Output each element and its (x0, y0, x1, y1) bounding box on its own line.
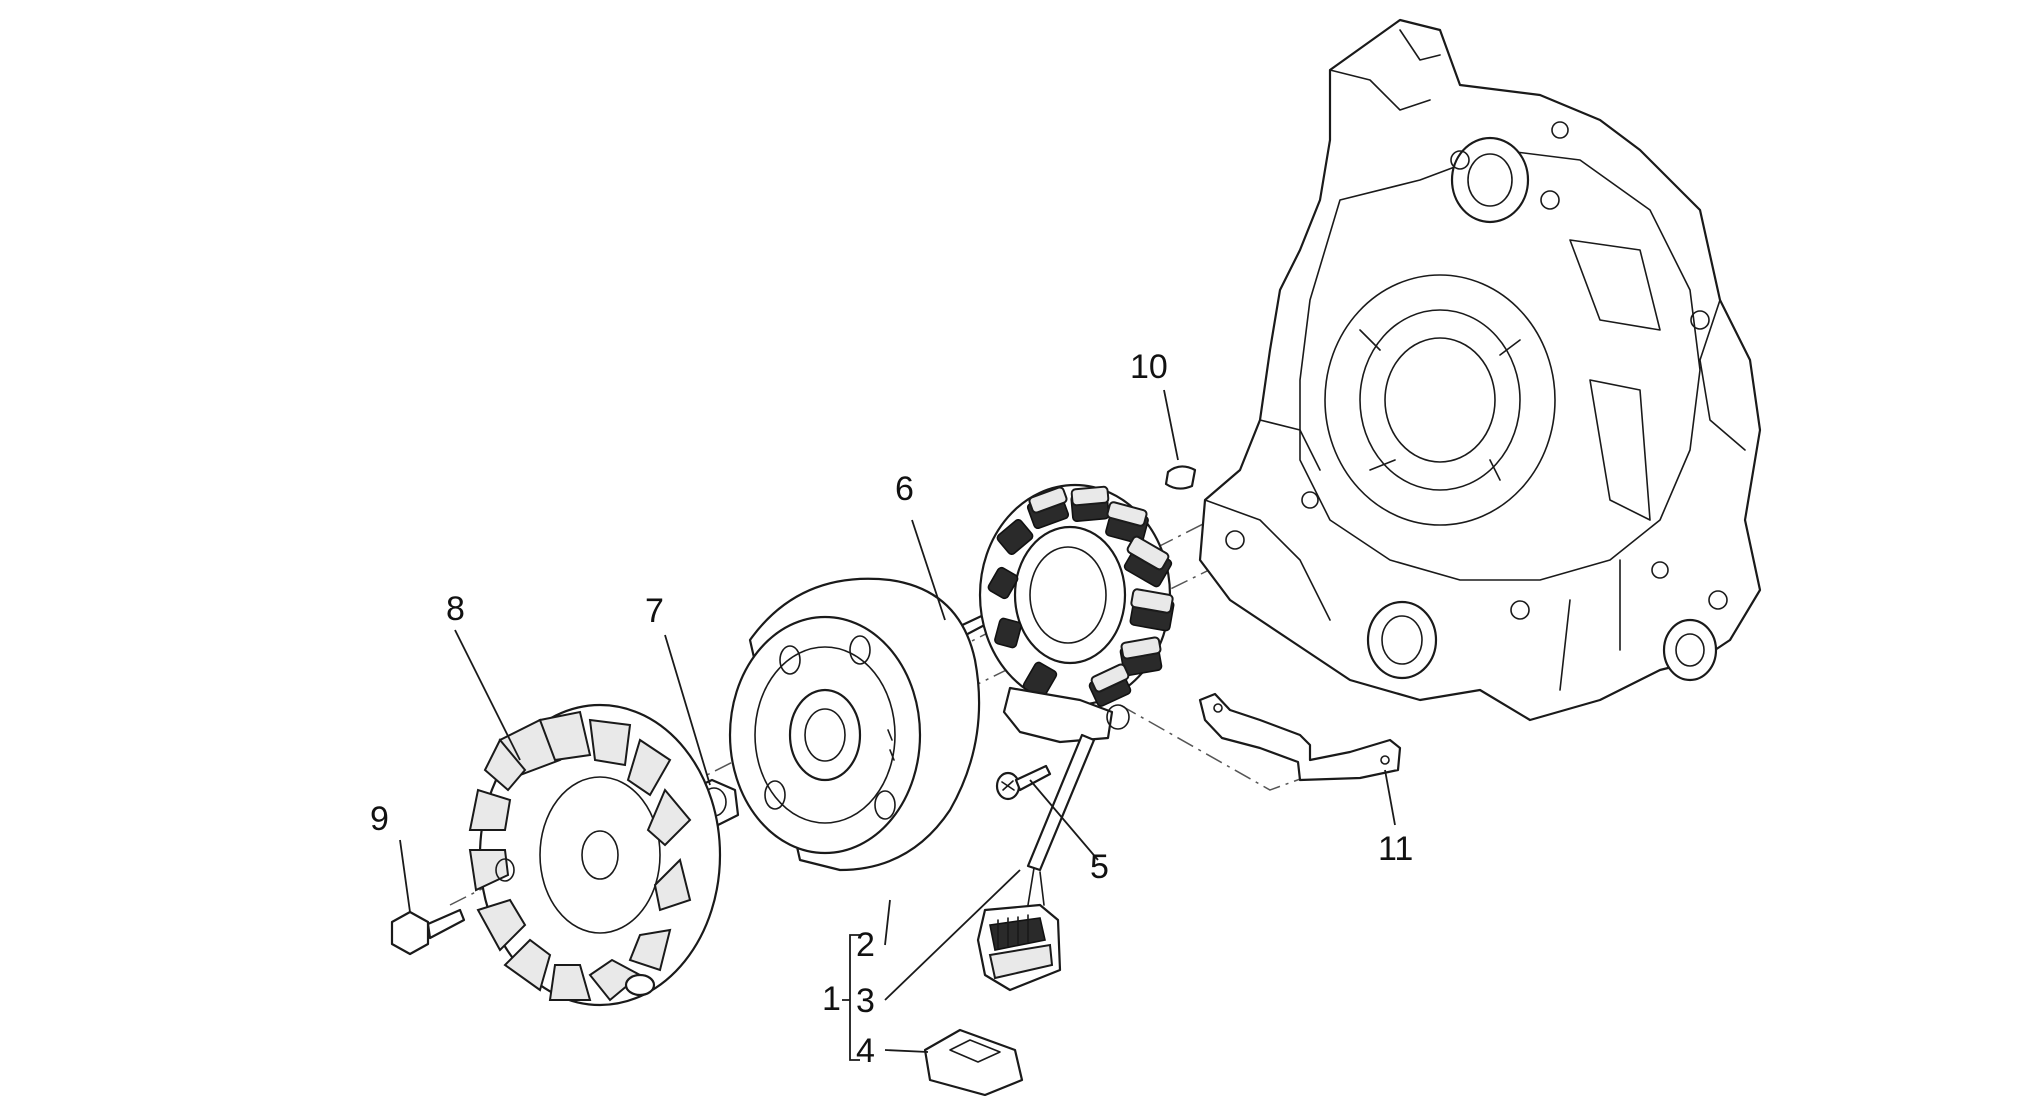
cooling-fan (468, 703, 722, 1007)
woodruff-key (1164, 465, 1197, 490)
callout-3: 3 (856, 982, 875, 1020)
stator-coil-assembly (978, 483, 1175, 906)
callout-9: 9 (370, 800, 389, 838)
crankcase-housing (1198, 18, 1762, 722)
flywheel-rotor (728, 577, 981, 872)
mounting-bracket (1198, 692, 1402, 782)
callout-labels: 1 2 3 4 5 6 7 8 9 10 11 (370, 348, 1413, 1070)
callout-6: 6 (895, 470, 914, 508)
connector-block (976, 903, 1062, 992)
callout-2: 2 (856, 926, 875, 964)
leader-lines (399, 389, 1396, 1053)
callout-10: 10 (1130, 348, 1168, 386)
callout-5: 5 (1090, 848, 1109, 886)
stator-poles (987, 485, 1175, 707)
callout-7: 7 (645, 592, 664, 630)
group-bracket (842, 934, 860, 1061)
rubber-cap (923, 1028, 1024, 1096)
fan-blades (468, 710, 692, 1002)
callout-8: 8 (446, 590, 465, 628)
callout-1: 1 (822, 980, 841, 1018)
callout-4: 4 (856, 1032, 875, 1070)
fan-bolt (390, 858, 515, 956)
pickup-screw (995, 764, 1052, 801)
callout-11: 11 (1378, 830, 1413, 868)
